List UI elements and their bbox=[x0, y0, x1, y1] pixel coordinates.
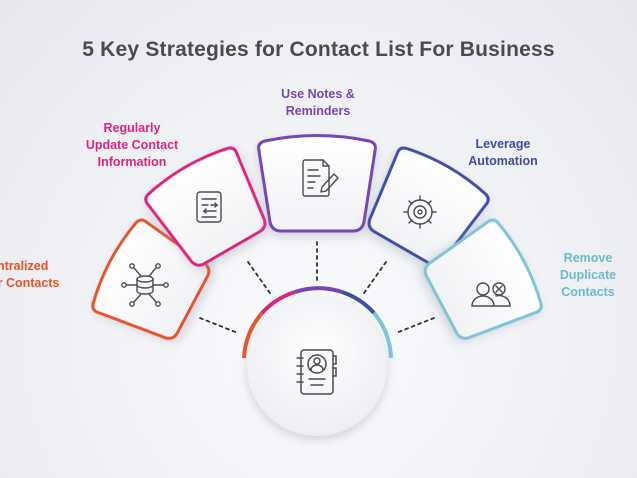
strategy-label-duplicates: Remove Duplicate Contacts bbox=[559, 251, 617, 299]
connector-2 bbox=[247, 261, 273, 297]
strategy-card-notes bbox=[257, 134, 377, 233]
page-title: 5 Key Strategies for Contact List For Bu… bbox=[82, 38, 555, 61]
strategy-card-centralize bbox=[91, 218, 211, 340]
hub-arc-5 bbox=[372, 311, 393, 359]
center-hub bbox=[242, 286, 393, 436]
automation-gear-icon bbox=[403, 195, 437, 229]
strategy-label-notes: Use Notes & Reminders bbox=[281, 87, 355, 118]
connectors bbox=[199, 241, 435, 334]
strategy-label-automation: Leverage Automation bbox=[468, 137, 538, 168]
hub-arc-4 bbox=[341, 290, 376, 315]
connector-4 bbox=[361, 261, 387, 297]
database-network-icon bbox=[121, 263, 169, 307]
hub-arc-3 bbox=[294, 286, 343, 294]
connector-1 bbox=[199, 317, 239, 334]
strategy-label-centralize: entralized ur Contacts bbox=[0, 259, 60, 290]
notes-pen-icon bbox=[302, 159, 339, 197]
document-sync-icon bbox=[196, 191, 222, 223]
connector-5 bbox=[395, 317, 435, 334]
remove-user-icon bbox=[471, 282, 511, 307]
contact-book-icon bbox=[296, 349, 337, 395]
strategy-card-update bbox=[144, 146, 267, 267]
hub-arc-2 bbox=[260, 290, 296, 315]
strategy-label-update: Regularly Update Contact Information bbox=[85, 121, 179, 169]
strategy-card-duplicates bbox=[423, 218, 543, 340]
hub-arc-1 bbox=[242, 311, 264, 359]
